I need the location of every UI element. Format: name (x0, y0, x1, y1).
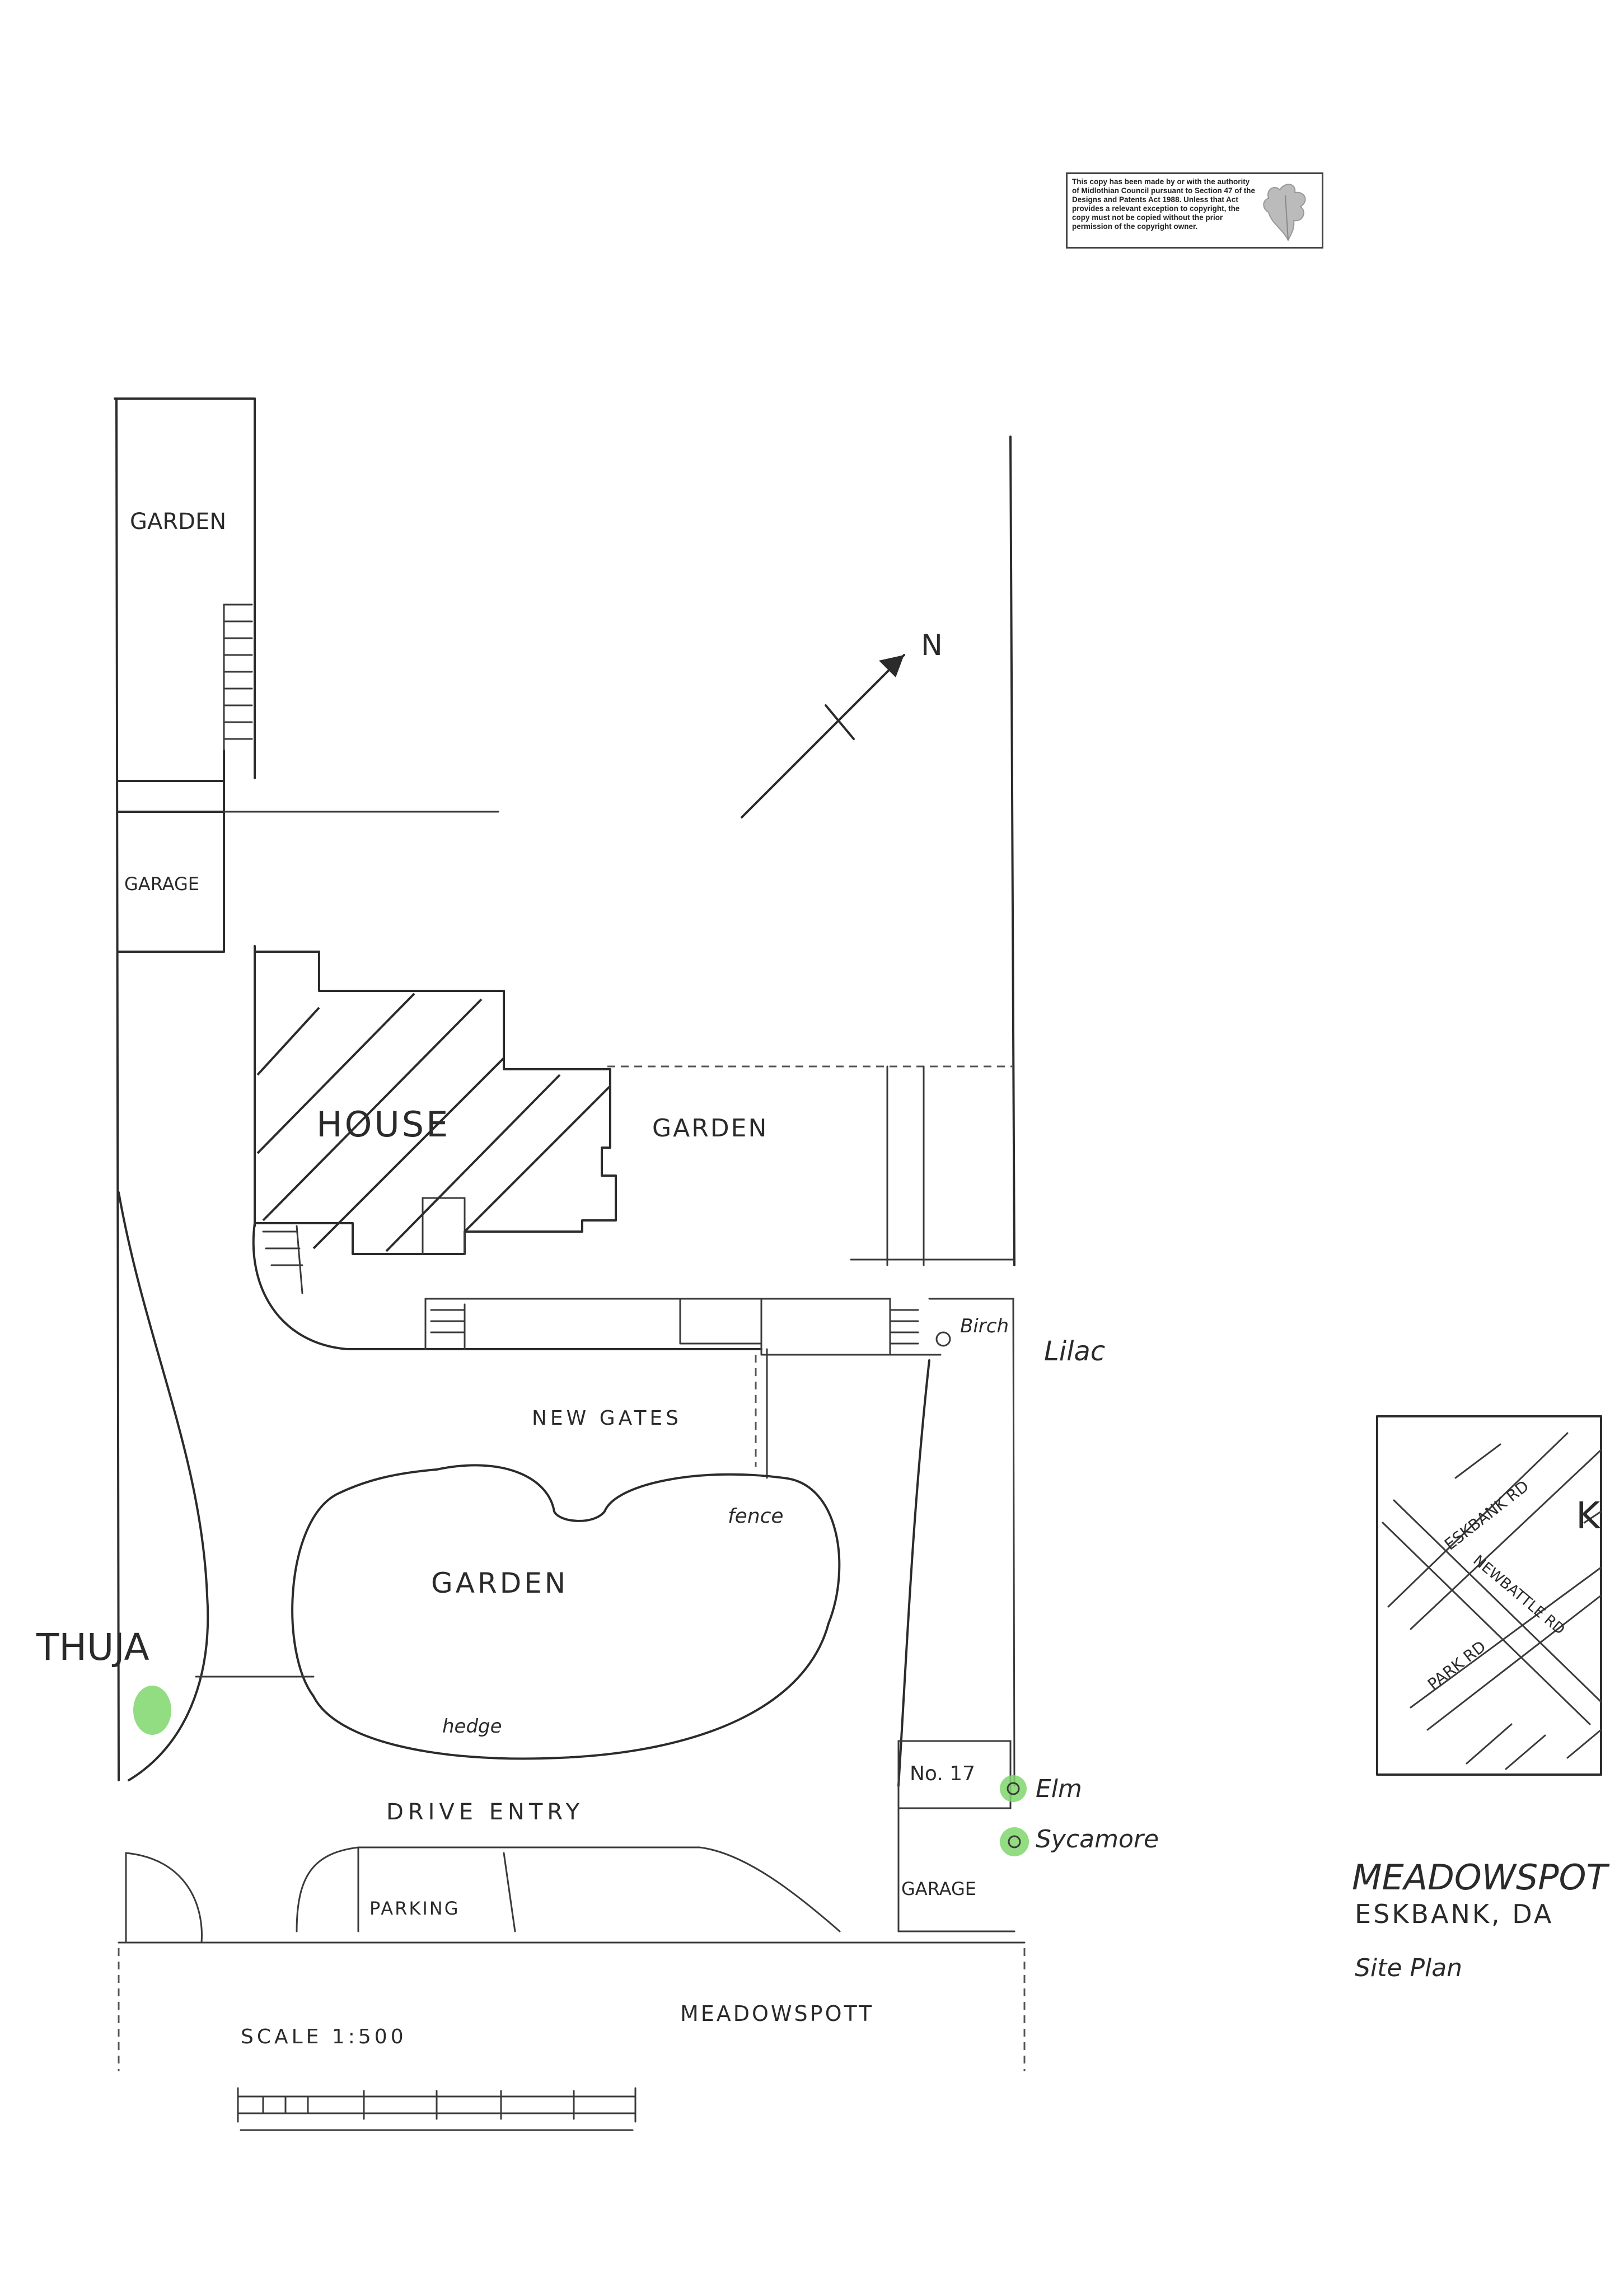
central-garden-outline (291, 1464, 841, 1760)
copyright-notice-text: This copy has been made by or with the a… (1072, 177, 1255, 231)
parking-label: PARKING (369, 1898, 460, 1919)
thuja-tree-marker (133, 1686, 171, 1735)
elm-tree-marker (1000, 1775, 1027, 1802)
rear-garden-plot (607, 436, 1015, 1266)
birch-tree-marker (935, 1331, 951, 1347)
lilac-label: Lilac (1044, 1336, 1105, 1367)
birch-label: Birch (960, 1315, 1009, 1337)
north-label: N (921, 629, 943, 662)
drive-entry-label: DRIVE ENTRY (386, 1799, 584, 1825)
location-map (1376, 1415, 1602, 1776)
front-steps-left (430, 1303, 466, 1350)
garden-center-label: GARDEN (431, 1567, 568, 1599)
drive-curves (118, 1191, 930, 1787)
garage-left-label: GARAGE (124, 873, 199, 895)
thuja-label: THUJA (36, 1626, 149, 1669)
scale-bar (237, 2087, 637, 2131)
hedge-label: hedge (442, 1715, 502, 1738)
map-letter-label: K (1576, 1494, 1601, 1537)
map-road-2-label: NEWBATTLE RD (1470, 1552, 1568, 1638)
side-steps (262, 1225, 303, 1294)
sycamore-label: Sycamore (1036, 1825, 1159, 1854)
sycamore-tree-marker (1000, 1827, 1029, 1856)
north-arrow-icon (741, 654, 905, 818)
title-block-plan-type: Site Plan (1355, 1954, 1462, 1982)
fence-label: fence (728, 1505, 784, 1528)
no17-label: No. 17 (910, 1762, 975, 1785)
garden-right-label: GARDEN (652, 1114, 768, 1143)
left-stairs (223, 603, 253, 751)
no17-plot (897, 1740, 1015, 1932)
parking-area (118, 1846, 1026, 1944)
new-gates-label: NEW GATES (532, 1407, 682, 1430)
left-boundary-strip (114, 397, 499, 1781)
title-block-subtitle: ESKBANK, DA (1355, 1899, 1553, 1929)
oak-leaf-icon (1263, 184, 1306, 242)
front-steps-right (889, 1309, 919, 1345)
scale-label: SCALE 1:500 (241, 2025, 407, 2048)
road-label: MEADOWSPOTT (680, 2001, 874, 2026)
house-hatching (256, 993, 611, 1252)
map-road-1-label: ESKBANK RD (1441, 1477, 1532, 1554)
copyright-notice: This copy has been made by or with the a… (1066, 172, 1323, 249)
garage-right-label: GARAGE (901, 1878, 976, 1899)
map-road-3-label: PARK RD (1424, 1637, 1489, 1693)
front-terrace (252, 1222, 1015, 1787)
house-outline (254, 945, 617, 1255)
elm-label: Elm (1036, 1775, 1082, 1803)
garden-top-label: GARDEN (130, 509, 226, 535)
house-label: HOUSE (316, 1104, 450, 1145)
title-block-title: MEADOWSPOT (1352, 1857, 1609, 1898)
